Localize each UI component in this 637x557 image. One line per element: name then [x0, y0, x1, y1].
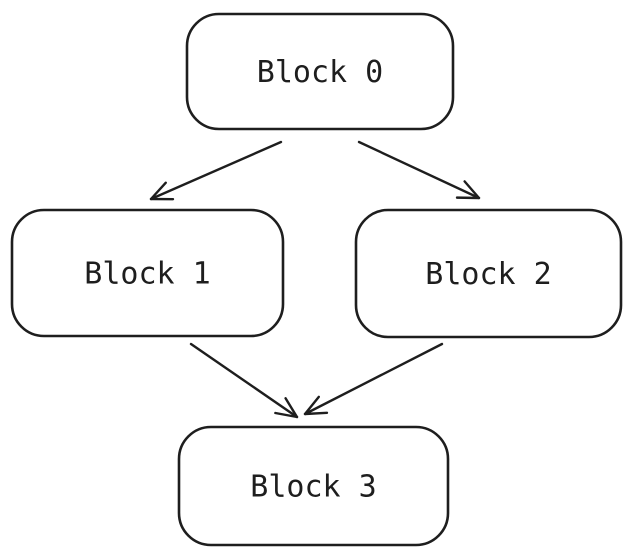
- node-block-1-label: Block 1: [84, 257, 210, 292]
- node-block-3-label: Block 3: [250, 470, 376, 505]
- node-block-2-label: Block 2: [425, 257, 551, 292]
- edge-block0-to-block1: [149, 140, 283, 201]
- node-block-3[interactable]: Block 3: [177, 425, 450, 547]
- edge-block2-to-block3: [303, 342, 444, 416]
- edge-block0-to-block2: [357, 140, 481, 200]
- arrowhead-icon: [455, 180, 481, 200]
- node-block-0-label: Block 0: [257, 55, 383, 90]
- edge-line: [357, 140, 481, 200]
- node-block-3-box[interactable]: [177, 425, 450, 547]
- arrowhead-icon: [303, 395, 329, 416]
- arrowhead-icon: [274, 397, 299, 419]
- node-block-2-box[interactable]: [354, 208, 623, 339]
- node-block-1-box[interactable]: [10, 208, 285, 338]
- node-block-0[interactable]: Block 0: [185, 12, 455, 131]
- edge-line: [189, 342, 299, 419]
- edge-line: [149, 140, 283, 201]
- arrowhead-icon: [149, 181, 175, 201]
- node-block-1[interactable]: Block 1: [10, 208, 285, 338]
- node-block-0-box[interactable]: [185, 12, 455, 131]
- edge-line: [303, 342, 444, 416]
- node-block-2[interactable]: Block 2: [354, 208, 623, 339]
- edge-block1-to-block3: [189, 342, 299, 419]
